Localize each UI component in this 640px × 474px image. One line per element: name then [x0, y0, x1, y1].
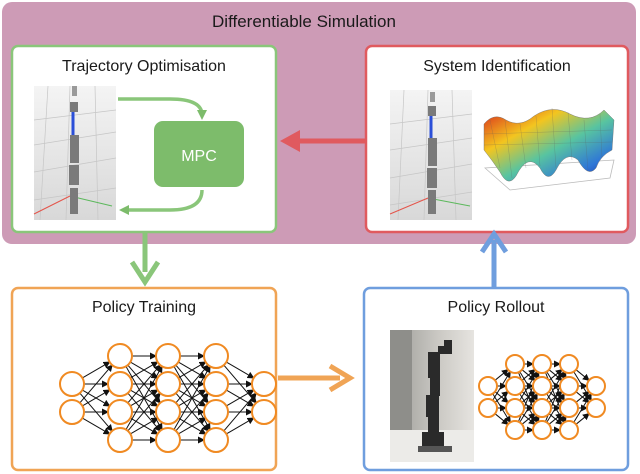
traj-to-mpc-arrow [118, 97, 207, 120]
nn-connection [79, 364, 113, 404]
nn-connection [492, 370, 511, 401]
nn-connection [82, 417, 111, 435]
nn-connection [125, 365, 163, 430]
trajectory-optimisation-box: Trajectory Optimisation MPC [10, 44, 278, 234]
nn-connection [178, 361, 207, 379]
sysid-to-trajopt-arrow [280, 130, 366, 152]
nn-neuron [532, 420, 552, 440]
mpc-label: MPC [181, 148, 217, 165]
system-identification-label: System Identification [423, 58, 571, 75]
nn-connection [521, 413, 536, 425]
nn-connection [548, 413, 563, 425]
policy-training-label: Policy Training [92, 299, 196, 316]
nn-connection [226, 417, 255, 435]
nn-neuron [107, 427, 133, 453]
nn-neuron [155, 343, 181, 369]
nn-neuron [532, 376, 552, 396]
nn-neuron [203, 371, 229, 397]
policy-training-box: Policy Training [10, 286, 278, 472]
nn-connection [226, 389, 255, 407]
training-to-rollout-arrow [278, 363, 355, 393]
nn-neuron [559, 420, 579, 440]
nn-connection [223, 392, 257, 432]
nn-connection [82, 389, 111, 407]
nn-neuron [155, 399, 181, 425]
nn-connection [226, 361, 255, 379]
system-identification-box: System Identification [364, 44, 630, 234]
nn-neuron [203, 427, 229, 453]
nn-connection [173, 365, 211, 430]
mpc-box [154, 121, 244, 187]
nn-connection [175, 364, 209, 404]
nn-connection [130, 361, 159, 379]
nn-neuron [478, 398, 498, 418]
nn-neuron [107, 371, 133, 397]
neural-network-icon [478, 354, 606, 440]
robot-arm-photo-icon [390, 330, 474, 462]
nn-neuron [251, 399, 277, 425]
differentiable-simulation-title: Differentiable Simulation [212, 12, 396, 31]
policy-rollout-box: Policy Rollout [362, 286, 630, 472]
nn-neuron [203, 399, 229, 425]
nn-neuron [59, 371, 85, 397]
nn-neuron [559, 376, 579, 396]
nn-connection [546, 392, 565, 423]
nn-neuron [155, 427, 181, 453]
nn-neuron [559, 398, 579, 418]
nn-neuron [59, 399, 85, 425]
nn-connection [575, 413, 590, 425]
nn-neuron [478, 376, 498, 396]
nn-neuron [505, 420, 525, 440]
nn-neuron [505, 376, 525, 396]
nn-connection [127, 392, 161, 432]
nn-connection [82, 361, 111, 379]
nn-connection [519, 392, 538, 423]
nn-neuron [251, 371, 277, 397]
nn-connection [494, 391, 509, 403]
nn-neuron [586, 398, 606, 418]
robot-arm-render-icon [33, 85, 117, 221]
nn-neuron [505, 354, 525, 374]
nn-connection [573, 392, 592, 423]
nn-neuron [532, 354, 552, 374]
trajectory-optimisation-label: Trajectory Optimisation [62, 58, 226, 75]
nn-neuron [107, 399, 133, 425]
loss-surface-icon [483, 107, 615, 191]
nn-neuron [203, 343, 229, 369]
nn-connection [175, 392, 209, 432]
nn-neuron [559, 354, 579, 374]
nn-neuron [586, 376, 606, 396]
nn-connection [127, 364, 161, 404]
nn-neuron [505, 398, 525, 418]
mpc-to-traj-arrow [119, 189, 204, 215]
nn-neuron [532, 398, 552, 418]
nn-neuron [107, 343, 133, 369]
trajopt-to-training-arrow [129, 232, 161, 287]
robot-arm-render-icon [389, 89, 473, 221]
nn-connection [130, 417, 159, 435]
nn-neuron [155, 371, 181, 397]
neural-network-icon [59, 343, 277, 453]
rollout-to-sysid-arrow [479, 229, 509, 288]
nn-connection [575, 369, 590, 381]
nn-connection [494, 413, 509, 425]
nn-connection [178, 417, 207, 435]
policy-rollout-label: Policy Rollout [448, 299, 545, 316]
